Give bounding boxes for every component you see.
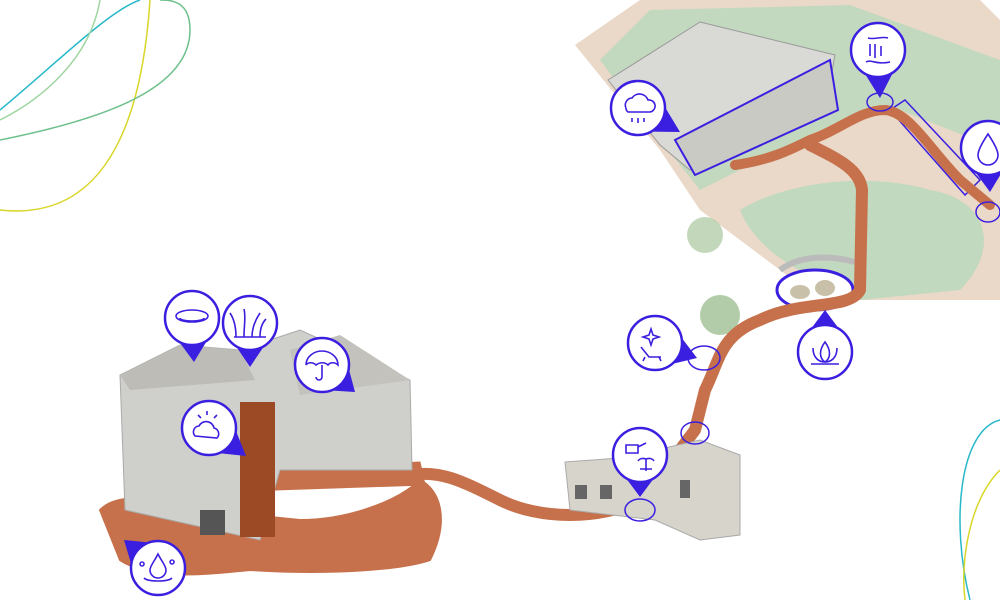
- map-pin[interactable]: [609, 79, 680, 137]
- path-main: [404, 139, 868, 521]
- curve-yellow: [0, 0, 151, 212]
- watering-can-plant-icon: [625, 442, 655, 471]
- pins: [124, 21, 1000, 597]
- sun-cloud-icon: [192, 411, 220, 439]
- map-pin[interactable]: [611, 426, 669, 497]
- window: [600, 485, 612, 499]
- water-basin-icon: [175, 309, 209, 323]
- pin-badge: [796, 323, 854, 381]
- pin-badge: [129, 539, 187, 597]
- waterfall-icon: [865, 36, 891, 64]
- water-drop-icon: [977, 132, 999, 166]
- map-pin[interactable]: [796, 310, 854, 381]
- village-house: [564, 439, 741, 541]
- location-marker: [624, 498, 656, 522]
- map-pin[interactable]: [221, 294, 279, 367]
- map-pin[interactable]: [124, 539, 187, 597]
- stone-bench: [778, 254, 856, 273]
- pin-badge: [626, 314, 684, 372]
- channel-highlight: [888, 99, 982, 197]
- pin-pointer: [235, 346, 265, 367]
- map-pin[interactable]: [293, 336, 355, 394]
- doorway: [200, 510, 225, 535]
- pin-pointer: [864, 72, 894, 98]
- pin-pointer: [974, 170, 1000, 192]
- pin-badge: [221, 294, 279, 352]
- pin-badge: [163, 289, 221, 347]
- map-pin[interactable]: [959, 119, 1000, 192]
- window: [680, 480, 690, 498]
- map-pin[interactable]: [180, 399, 246, 457]
- decorative-curves-bottom-right: [959, 419, 1000, 600]
- location-marker: [680, 421, 710, 445]
- window: [575, 485, 587, 499]
- pin-pointer: [178, 340, 208, 362]
- pin-pointer: [625, 478, 655, 497]
- rust-tower: [240, 402, 275, 537]
- pond-stone: [790, 285, 810, 299]
- map-pin[interactable]: [849, 21, 907, 98]
- pin-pointer: [810, 310, 840, 329]
- tall-grass-icon: [229, 308, 267, 338]
- curve-green: [0, 0, 191, 141]
- tree: [700, 295, 740, 335]
- path-upper: [730, 105, 995, 210]
- garden-plot: [575, 0, 1000, 335]
- pin-badge: [611, 426, 669, 484]
- umbrella-icon: [305, 350, 339, 381]
- lotus-icon: [811, 340, 839, 365]
- water-splash-icon: [139, 552, 175, 582]
- curve-yellow: [963, 469, 1000, 600]
- curve-cyan: [959, 419, 1000, 600]
- decorative-curves-top-left: [0, 0, 191, 212]
- map-pin[interactable]: [626, 314, 697, 372]
- pond-stone: [815, 280, 835, 296]
- sparkles-lounge-chair-icon: [640, 326, 662, 362]
- pin-badge: [180, 399, 238, 457]
- map-pin[interactable]: [163, 289, 221, 362]
- rain-cloud-icon: [624, 93, 656, 123]
- location-marker: [975, 201, 1000, 223]
- greenhouse-wall-highlight: [673, 58, 840, 177]
- pin-badge: [609, 79, 667, 137]
- tree: [687, 217, 723, 253]
- pin-badge: [849, 21, 907, 79]
- curve-cyan: [0, 0, 141, 111]
- curve-lightgreen: [0, 0, 101, 121]
- building-roof: [120, 345, 255, 390]
